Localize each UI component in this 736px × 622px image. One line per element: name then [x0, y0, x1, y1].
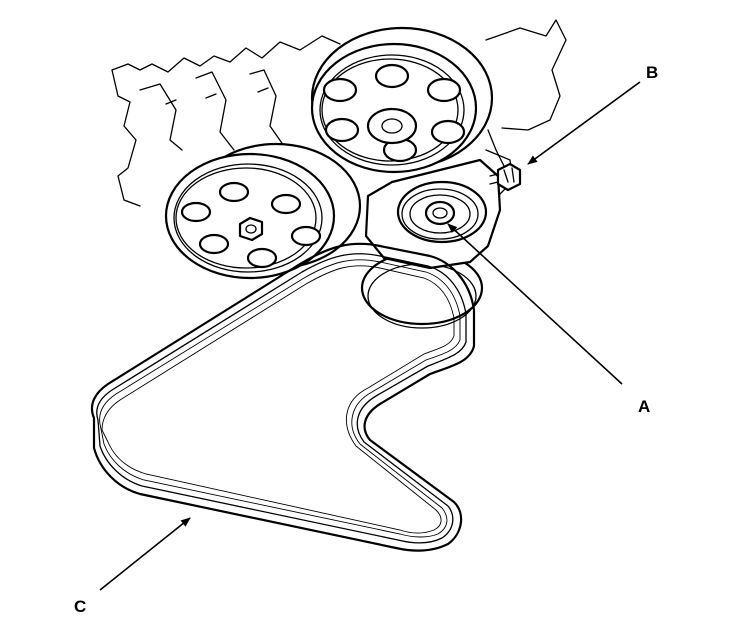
leader-c: [99, 517, 191, 591]
leader-a: [447, 223, 623, 385]
callout-leaders: [99, 81, 641, 591]
callout-label-c: C: [74, 597, 86, 616]
left-pulley: [164, 142, 362, 280]
tensioner-pulley: [396, 180, 488, 244]
callout-label-a: A: [638, 397, 650, 416]
drive-belt: [90, 242, 476, 552]
callout-label-b: B: [646, 63, 658, 82]
upper-pulley: [310, 26, 494, 174]
leader-b: [527, 81, 641, 165]
adjuster-bolt: [489, 162, 522, 192]
